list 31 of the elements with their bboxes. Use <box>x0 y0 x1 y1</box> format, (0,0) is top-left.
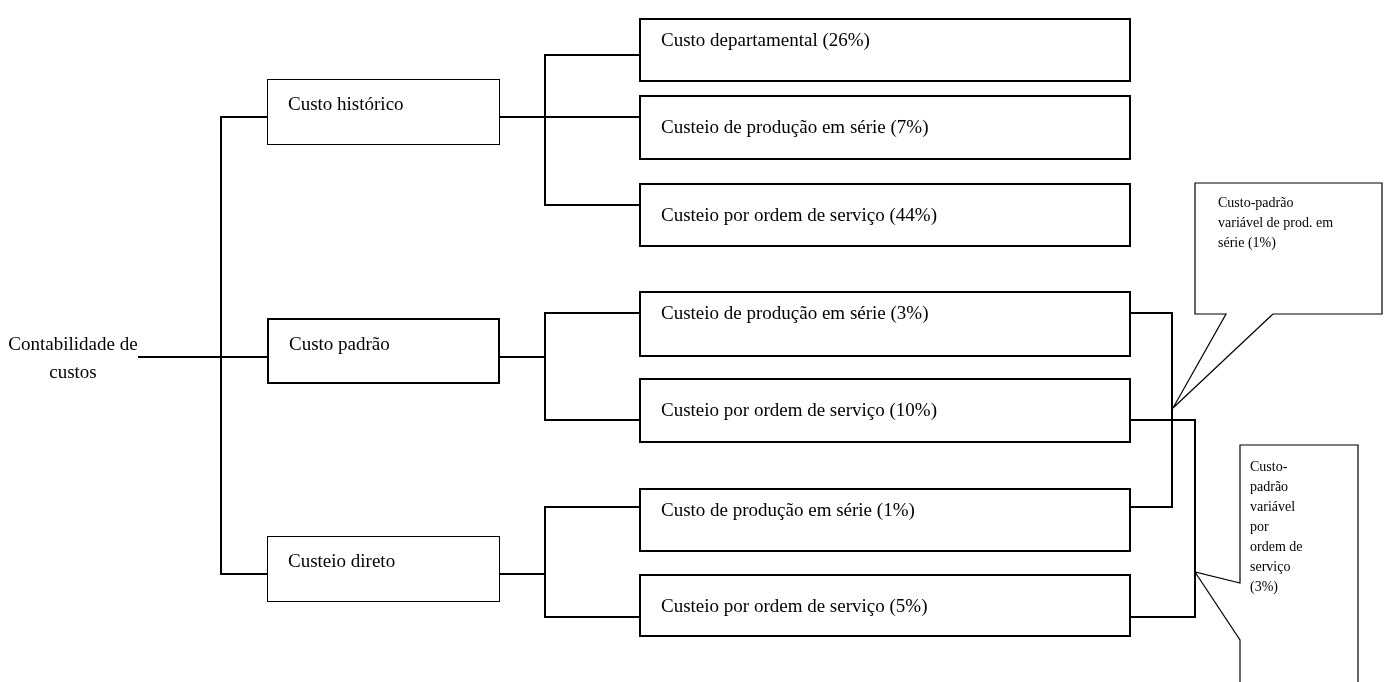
process-box <box>267 79 500 145</box>
connector-line <box>499 356 640 421</box>
process-box <box>639 95 1131 160</box>
callout-bubble <box>1172 183 1383 409</box>
process-box <box>639 378 1131 443</box>
connector-line <box>137 356 268 575</box>
box-label: Custo histórico <box>288 92 404 116</box>
box-label: Custeio por ordem de serviço (5%) <box>661 594 928 618</box>
connector-line <box>499 573 640 618</box>
process-box <box>639 18 1131 82</box>
process-box <box>267 536 500 602</box>
process-box <box>639 183 1131 247</box>
box-label: Custo de produção em série (1%) <box>661 498 915 522</box>
connector-line <box>499 116 640 206</box>
process-box <box>639 488 1131 552</box>
callout-bubble <box>1194 445 1359 682</box>
process-box <box>639 291 1131 357</box>
callout-text: Custo-padrão variável por ordem de serviço (3%) <box>1250 458 1304 596</box>
process-box <box>639 574 1131 637</box>
box-label: Custeio direto <box>288 549 396 573</box>
box-label: Custeio por ordem de serviço (44%) <box>661 203 937 227</box>
connector-line <box>1130 419 1196 618</box>
callout-text: Custo-padrão variável de prod. em série (1%) <box>1218 194 1335 252</box>
box-label: Custeio de produção em série (7%) <box>661 115 929 139</box>
connector-line <box>1130 312 1173 508</box>
box-label: Custo departamental (26%) <box>661 28 870 52</box>
box-label: Custeio por ordem de serviço (10%) <box>661 398 937 422</box>
process-box <box>267 318 500 384</box>
root-label: Contabilidade de custos <box>8 332 138 384</box>
box-label: Custeio de produção em série (3%) <box>661 301 929 325</box>
box-label: Custo padrão <box>289 332 390 356</box>
